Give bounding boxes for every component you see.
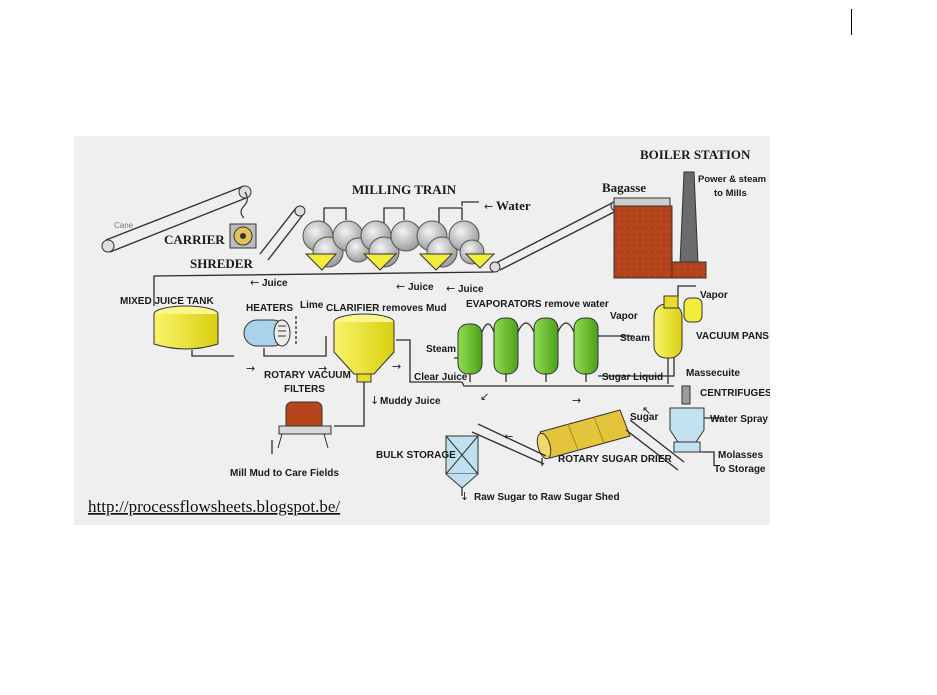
svg-text:←: ← [446, 282, 455, 295]
cane-carrier: Cane [101, 185, 252, 253]
svg-text:Cane: Cane [114, 221, 134, 230]
label-carrier: CARRIER [164, 232, 225, 247]
boiler-station [613, 171, 707, 279]
label-water-spray: Water Spray [710, 414, 768, 425]
svg-text:←: ← [250, 276, 259, 289]
rotary-sugar-drier [536, 409, 685, 471]
centrifuges [669, 385, 722, 466]
flow-arrows: → → ← ↖ → → ↙ [246, 360, 651, 443]
shredder [229, 223, 257, 249]
milling-train [302, 201, 496, 271]
text-cursor [851, 9, 852, 35]
label-clear-juice: Clear Juice [414, 372, 468, 383]
label-vapor-2: Vapor [700, 290, 728, 301]
label-steam-2: Steam [620, 333, 650, 344]
label-centrifuges: CENTRIFUGES [700, 388, 770, 399]
label-rotary-vacuum: ROTARY VACUUM [264, 370, 351, 381]
svg-text:→: → [572, 394, 581, 407]
label-sugar-liquid: Sugar Liquid [602, 372, 663, 383]
label-mixed-juice-tank: MIXED JUICE TANK [120, 296, 214, 307]
label-clarifier: CLARIFIER removes Mud [326, 303, 447, 314]
heaters [243, 316, 327, 357]
label-raw-sugar: Raw Sugar to Raw Sugar Shed [474, 492, 620, 503]
label-bulk-storage: BULK STORAGE [376, 450, 456, 461]
label-lime: Lime [300, 300, 324, 311]
label-vacuum-pans: VACUUM PANS [696, 331, 769, 342]
label-mill-mud: Mill Mud to Care Fields [230, 468, 339, 479]
mixed-juice-tank [153, 305, 234, 357]
source-url: http://processflowsheets.blogspot.be/ [88, 497, 340, 516]
label-molasses: Molasses [718, 450, 763, 461]
shredder-conveyor [259, 205, 306, 261]
label-juice-3: Juice [458, 284, 484, 295]
svg-text:↖: ↖ [642, 404, 651, 417]
svg-text:←: ← [504, 430, 513, 443]
label-filters: FILTERS [284, 384, 325, 395]
label-massecuite: Massecuite [686, 368, 740, 379]
label-to-mills: to Mills [714, 188, 747, 199]
juice-line [153, 271, 495, 306]
label-evaporators: EVAPORATORS remove water [466, 299, 609, 310]
svg-text:→: → [392, 360, 401, 373]
svg-text:→: → [318, 362, 327, 375]
sugar-process-flow-diagram: Cane [74, 136, 770, 525]
label-sugar: Sugar [630, 412, 658, 423]
label-shreder: SHREDER [190, 256, 253, 271]
svg-text:↙: ↙ [480, 390, 489, 403]
label-rotary-sugar-drier: ROTARY SUGAR DRIER [558, 454, 672, 465]
svg-text:←: ← [484, 200, 493, 213]
label-juice-main: Juice [262, 278, 288, 289]
svg-text:↓: ↓ [370, 394, 379, 407]
label-juice-2: Juice [408, 282, 434, 293]
bulk-storage [445, 423, 547, 496]
label-milling-train: MILLING TRAIN [352, 182, 457, 197]
label-muddy-juice: Muddy Juice [380, 396, 441, 407]
label-boiler-station: BOILER STATION [640, 147, 751, 162]
clarifier [333, 313, 462, 427]
svg-text:↓: ↓ [460, 490, 469, 503]
label-heaters: HEATERS [246, 303, 293, 314]
evaporators [454, 317, 675, 387]
label-water: Water [496, 198, 531, 213]
label-power-steam: Power & steam [698, 174, 766, 185]
label-steam-1: Steam [426, 344, 456, 355]
label-bagasse: Bagasse [602, 180, 646, 195]
svg-text:←: ← [396, 280, 405, 293]
label-to-storage: To Storage [714, 464, 766, 475]
svg-text:→: → [246, 362, 255, 375]
vacuum-pan [653, 285, 703, 384]
label-vapor-1: Vapor [610, 311, 638, 322]
rotary-vacuum-filter [271, 401, 332, 454]
